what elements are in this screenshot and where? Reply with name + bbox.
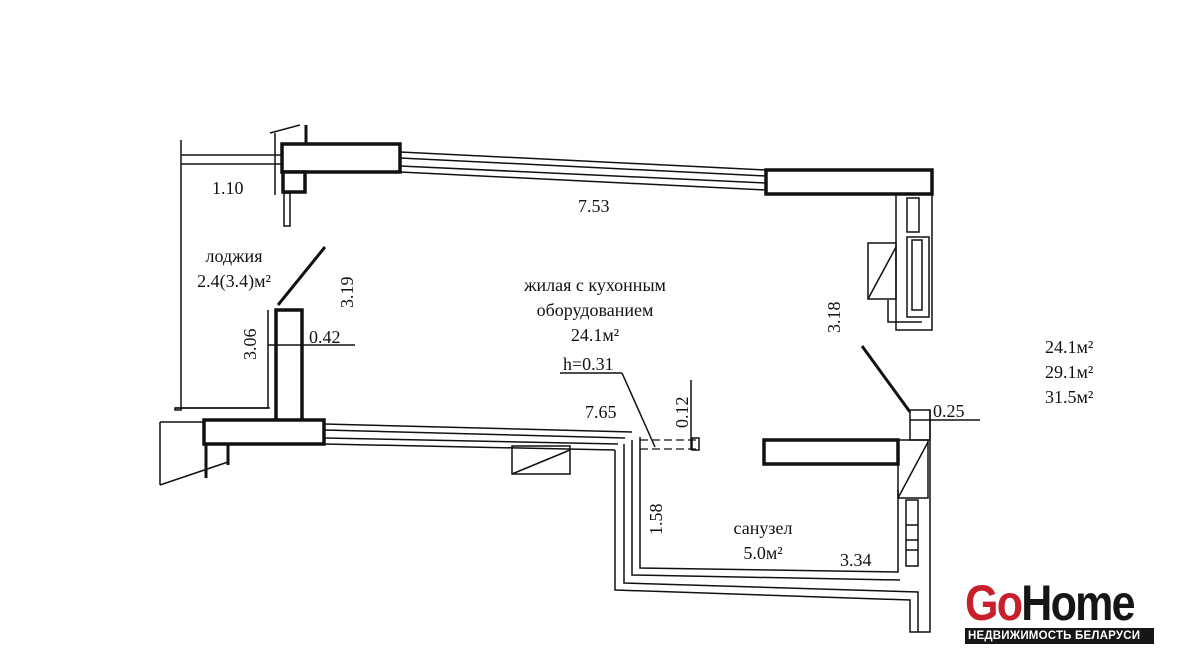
dim: 3.34	[840, 550, 872, 570]
dim: 0.25	[933, 401, 965, 421]
dim: 0.42	[309, 327, 341, 347]
ceiling-height: h=0.31	[563, 354, 614, 374]
dim: 1.10	[212, 178, 244, 198]
dim: 7.53	[578, 196, 610, 216]
dim: 1.58	[646, 504, 666, 536]
loggia-name: лоджия	[206, 246, 263, 266]
dim: 3.18	[824, 302, 844, 334]
wall-block	[280, 142, 402, 174]
living-room-name-1: жилая с кухонным	[523, 275, 666, 295]
logo-home: Home	[1021, 575, 1135, 631]
loggia-area: 2.4(3.4)м²	[197, 271, 271, 292]
total-area: 29.1м²	[1045, 362, 1093, 382]
room-labels: жилая с кухонным оборудованием 24.1м² h=…	[197, 246, 792, 563]
logo-go: Go	[965, 575, 1023, 631]
gohome-logo: GoHome НЕДВИЖИМОСТЬ БЕЛАРУСИ	[965, 578, 1155, 644]
area-totals: 24.1м² 29.1м² 31.5м²	[1045, 337, 1093, 407]
dim: 0.12	[672, 397, 692, 429]
bathroom-name: санузел	[734, 518, 793, 538]
bathroom-area: 5.0м²	[743, 543, 782, 563]
living-room-name-2: оборудованием	[537, 300, 654, 320]
dim: 3.19	[337, 277, 357, 309]
walls	[159, 124, 934, 633]
dim: 3.06	[240, 329, 260, 361]
logo-tagline: НЕДВИЖИМОСТЬ БЕЛАРУСИ	[965, 628, 1154, 644]
dimension-labels: 1.10 7.53 3.19 3.06 0.42 7.65 0.12 3.18 …	[212, 178, 965, 570]
total-living-area: 24.1м²	[1045, 337, 1093, 357]
dim: 7.65	[585, 402, 617, 422]
total-area-with-loggia: 31.5м²	[1045, 387, 1093, 407]
living-room-area: 24.1м²	[571, 325, 619, 345]
door-swings	[276, 246, 912, 413]
leader-lines	[268, 344, 980, 450]
